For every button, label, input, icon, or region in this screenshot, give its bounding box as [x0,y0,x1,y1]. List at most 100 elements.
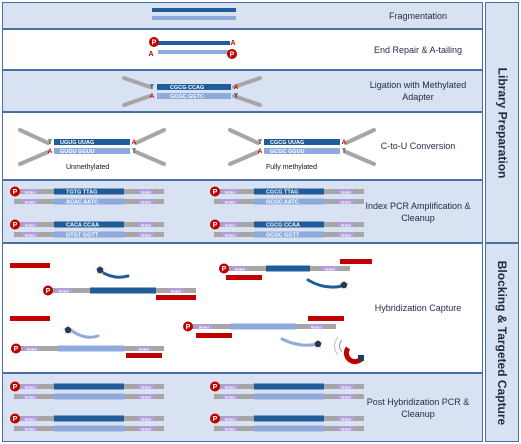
unmethylated-bottom-strand [54,148,130,154]
pcr-right-4-index-left [222,232,238,237]
index-label: index [225,222,236,227]
pcr-left-2-insert [54,198,124,205]
ligation-bottom-seq: GCGC GGTC [170,94,204,100]
index-label: index [141,222,152,227]
ligation-top-seq: CGCG CCAG [170,85,204,91]
post-left-3-index-right [138,416,154,421]
phosphate-icon [10,413,20,424]
phosphate-letter: P [46,288,51,295]
index-label: index [139,346,150,351]
row-fragmentation [2,2,483,29]
step-label-hybridization: Hybridization Capture [374,303,462,313]
post-left-2-insert [54,393,124,400]
index-label: index [341,384,352,389]
post-left-4-index-right [138,426,154,431]
pcr-right-3-seq: CGCG CCAA [266,223,300,229]
repaired-bottom-strand [158,50,230,54]
a-tail-right: A [230,40,235,47]
capture-probe-line [98,269,130,279]
step-label-index-pcr: Index PCR Amplification & Cleanup [365,200,471,223]
index-label: index [25,384,36,389]
post-right-3-insert [254,415,324,422]
step-label-conversion: C-to-U Conversion [380,141,456,151]
unmethylated-adapter-upper-right [134,128,166,145]
methylated-adapter-upper-left [228,128,260,145]
pcr-left-1-index-right [138,189,154,194]
phosphate-icon [149,37,159,47]
phosphate-letter: P [230,52,235,59]
hyb-d-index-left [196,324,212,329]
a-base: A [342,139,347,146]
blocker-oligo [156,295,196,300]
index-label: index [25,394,36,399]
biotin-bead-icon [340,281,348,289]
index-label: index [141,189,152,194]
index-label: index [141,426,152,431]
post-left-2-index-right [138,394,154,399]
biotin-bead-icon [314,340,322,348]
pcr-right-2-index-right [338,199,354,204]
hyb-c-index-left [24,346,40,351]
unmethylated-bottom-seq: GUGU GGUU [60,149,95,155]
unmethylated-top-strand [54,139,130,145]
post-left-1-index-left [22,384,38,389]
pcr-right-4-seq: GCGC GGTT [266,233,300,239]
adapter-left-upper [122,76,152,89]
blocker-oligo [10,316,50,321]
pcr-right-4-insert [254,231,324,238]
magnet-field-icon [334,336,339,356]
pcr-right-1-seq: CGCG TTAG [266,190,299,196]
pcr-left-2-index-right [138,199,154,204]
row-ligation [2,70,483,112]
index-label: index [141,384,152,389]
index-label: index [225,189,236,194]
index-label: index [341,232,352,237]
a-tail-left: A [148,51,153,58]
blocker-oligo [340,259,372,264]
blocker-oligo [126,353,162,358]
blocker-oligo [10,263,50,268]
pcr-left-4-insert [54,231,124,238]
hyb-b-index-right [322,266,338,271]
blocker-oligo [226,275,262,280]
hyb-a-index-right [168,288,184,293]
methylated-top-strand [264,139,340,145]
unmethylated-adapter-upper-left [18,128,50,145]
step-label-post-pcr: Post Hybridization PCR & Cleanup [366,396,470,419]
index-label: index [311,324,322,329]
pcr-left-2-seq: ACAC AATC [66,200,98,206]
hyb-b-index-left [232,266,248,271]
index-label: index [25,232,36,237]
group-library-preparation: Library Preparation [485,2,519,243]
repaired-top-strand [158,41,230,45]
post-right-1-index-right [338,384,354,389]
post-right-1-insert [254,383,324,390]
t-base: T [48,139,52,146]
unmethylated-adapter-lower-left [18,150,50,166]
t-base: T [132,148,136,155]
phosphate-letter: P [213,416,218,423]
hyb-a-insert [90,287,156,294]
ligated-top-strand [157,84,231,90]
phosphate-letter: P [13,189,18,196]
phosphate-icon [10,219,20,230]
phosphate-letter: P [13,416,18,423]
index-label: index [341,416,352,421]
post-right-4-insert [254,425,324,432]
pcr-left-1-insert [54,188,124,195]
pcr-right-2-insert [254,198,324,205]
index-label: index [25,426,36,431]
phosphate-letter: P [13,384,18,391]
phosphate-icon [210,381,220,392]
t-base: T [234,93,238,100]
biotin-bead-icon [96,266,104,274]
unmethylated-adapter-lower-right [134,150,166,166]
caption-unmethylated: Unmethylated [66,164,110,171]
post-left-4-index-left [22,426,38,431]
post-right-4-index-left [222,426,238,431]
phosphate-icon [43,285,53,296]
phosphate-letter: P [186,324,191,331]
index-label: index [341,394,352,399]
index-label: index [25,416,36,421]
